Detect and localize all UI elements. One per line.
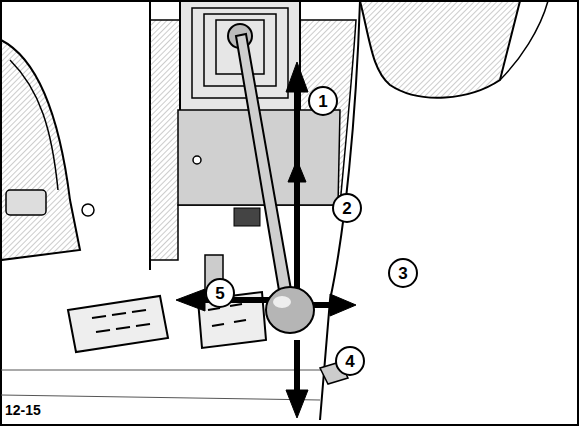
- gear-knob: [266, 287, 314, 333]
- pedal-tread: [92, 310, 150, 332]
- arrowhead: [330, 294, 356, 316]
- arrowhead: [176, 289, 205, 311]
- callout-number: 3: [388, 258, 418, 288]
- seat-edge: [500, 1, 548, 80]
- dashboard-edge: [10, 60, 58, 190]
- floor-line: [1, 370, 330, 400]
- pedal-tread: [208, 304, 246, 326]
- dash-screw: [82, 204, 94, 216]
- callout-number: 4: [335, 346, 365, 376]
- clutch-pedal: [68, 296, 168, 352]
- arrowhead: [288, 160, 306, 182]
- callout-number: 2: [332, 193, 362, 223]
- figure-number: 12-15: [5, 402, 41, 418]
- switch: [234, 208, 260, 226]
- arrow-shaft: [294, 340, 300, 395]
- tray-screw: [193, 156, 201, 164]
- arrowhead: [286, 390, 308, 418]
- callout-number: 5: [205, 278, 235, 308]
- callout-number: 1: [308, 86, 338, 116]
- arrow-shaft: [294, 80, 300, 315]
- arrowhead: [286, 62, 308, 92]
- knob-highlight: [273, 296, 291, 308]
- gear-lever: [236, 34, 296, 320]
- seat: [360, 1, 520, 98]
- dashboard: [1, 40, 80, 260]
- console-outline: [150, 1, 360, 420]
- dash-knob: [6, 190, 46, 215]
- movement-arrows: [176, 62, 356, 418]
